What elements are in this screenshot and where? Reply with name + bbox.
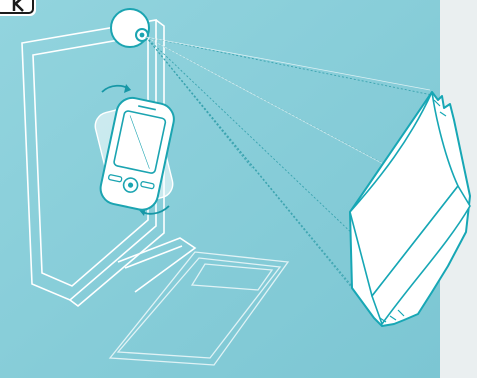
corner-badge-icon (0, 0, 36, 16)
webcam-icon (111, 9, 149, 47)
